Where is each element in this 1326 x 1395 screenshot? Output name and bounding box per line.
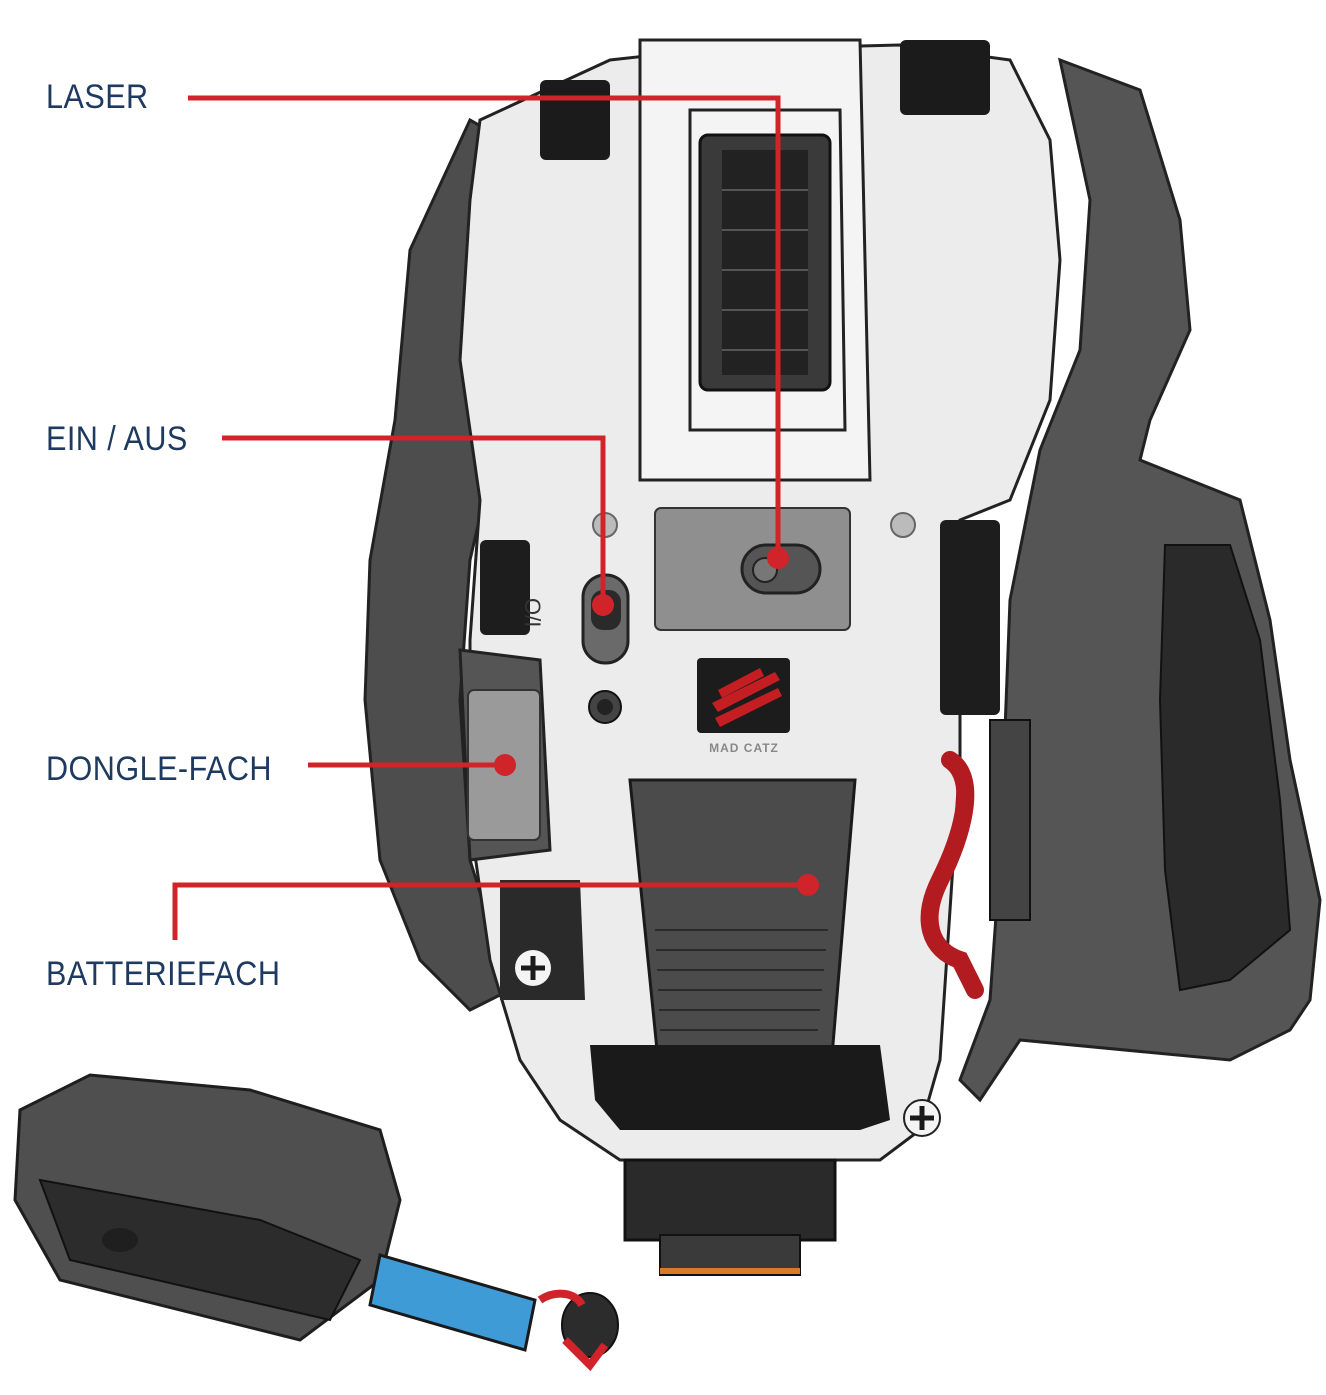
top-right-foot xyxy=(900,40,990,115)
battery xyxy=(368,1253,537,1352)
batterie-line xyxy=(172,882,808,940)
bottom-grip xyxy=(590,1045,890,1130)
ein-aus-label: EIN / AUS xyxy=(46,420,188,458)
dongle-dot xyxy=(494,754,516,776)
laser-line xyxy=(188,95,781,558)
bottom-wheel-housing xyxy=(623,1158,837,1242)
red-cable xyxy=(920,751,984,999)
battery-cap xyxy=(561,1292,619,1358)
callout-lines xyxy=(172,95,808,940)
laser-label: LASER xyxy=(46,78,149,116)
right-inner-slot xyxy=(940,520,1000,715)
left-inner-slot xyxy=(480,540,530,635)
ein-aus-line xyxy=(222,435,606,605)
laser-dot xyxy=(767,547,789,569)
ein-aus-dot xyxy=(592,594,614,616)
top-left-foot xyxy=(540,80,610,160)
logo-text: MAD CATZ xyxy=(709,741,779,755)
switch-marking: O/I xyxy=(520,598,545,628)
right-grip-inner xyxy=(1158,544,1292,992)
batteriefach-label: BATTERIEFACH xyxy=(46,955,281,993)
screw-dot-right xyxy=(890,512,916,538)
batterie-dot xyxy=(797,874,819,896)
dongle-fach-label: DONGLE-FACH xyxy=(46,750,272,788)
